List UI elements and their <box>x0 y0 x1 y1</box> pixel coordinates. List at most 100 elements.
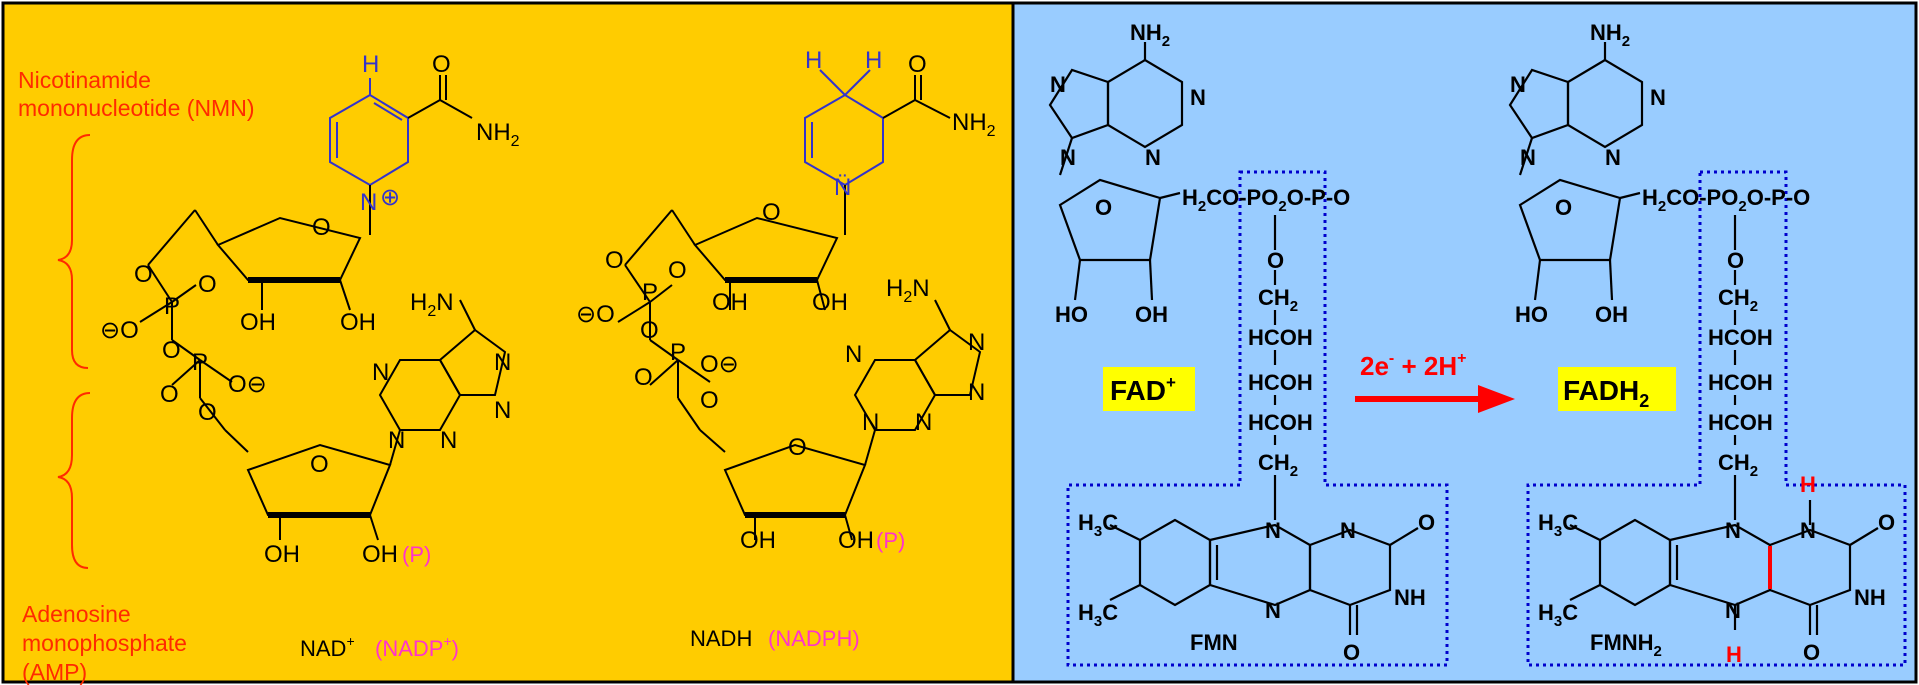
fmnh2-n5: N <box>1725 598 1741 623</box>
fmnh2-h-bottom: H <box>1726 642 1742 667</box>
nadh-minus-o: ⊖O <box>576 301 615 328</box>
nadh-oh-4: OH <box>838 527 874 554</box>
fadh2-phosphate-chain: H2CO-PO2O-P-O <box>1642 185 1810 215</box>
fmn-nh: NH <box>1394 585 1426 610</box>
fad-ch2-1: CH2 <box>1258 285 1298 315</box>
nadh-po-o1: O <box>605 247 624 274</box>
fmnh2-h3c-1: H3C <box>1538 510 1578 540</box>
nadh-adenine-nh2: H2N <box>886 275 930 306</box>
nadh-oh-1: OH <box>712 289 748 316</box>
fmn-o4: O <box>1343 640 1360 665</box>
nad-oh-4: OH <box>362 541 398 568</box>
nad-ribose-o: O <box>312 214 331 241</box>
nadph-name: (NADPH) <box>768 626 860 651</box>
fadh2-adenine-n2: N <box>1650 85 1666 110</box>
fmn-dotted-box-left <box>1066 170 1449 667</box>
nad-ring-n: N <box>360 189 377 216</box>
nad-adenine-n2: N <box>494 397 511 424</box>
fmn-h3c-1: H3C <box>1078 510 1118 540</box>
fad-label: FAD+ <box>1110 373 1176 406</box>
fadh2-oh: OH <box>1595 302 1628 327</box>
nad-oh-1: OH <box>240 309 276 336</box>
nad-adenine-n1: N <box>494 349 511 376</box>
nad-o-minus: O⊖ <box>228 371 267 398</box>
nad-minus-o: ⊖O <box>100 317 139 344</box>
nad-name: NAD+ <box>300 633 355 661</box>
fadh2-adenine-n3: N <box>1605 145 1621 170</box>
nadh-adenine-n1: N <box>968 329 985 356</box>
fadh2-adenine-n4: N <box>1520 145 1536 170</box>
amp-label-line2: monophosphate <box>22 630 187 656</box>
fmn-o2: O <box>1418 510 1435 535</box>
amp-brace <box>57 392 91 569</box>
fadh2-ho: HO <box>1515 302 1548 327</box>
nad-po-o3: O <box>160 381 179 408</box>
fmn-h3c-2: H3C <box>1078 600 1118 630</box>
nadh-amide-nh2: NH2 <box>952 109 996 140</box>
fmn-n5: N <box>1265 598 1281 623</box>
right-panel-background <box>1011 1 1918 684</box>
fadh2-chain-o: O <box>1727 248 1744 273</box>
fadh2-label: FADH2 <box>1563 375 1649 411</box>
fad-hcoh-3: HCOH <box>1248 410 1313 435</box>
nad-oh-2: OH <box>340 309 376 336</box>
nadp-name: (NADP+) <box>375 633 459 661</box>
nad-po-o4: O <box>198 399 217 426</box>
nad-h-atom: H <box>362 51 379 78</box>
fmnh2-o4: O <box>1803 640 1820 665</box>
nad-p2: P <box>192 349 208 376</box>
nadh-oh-3: OH <box>740 527 776 554</box>
fad-adenine-n4: N <box>1060 145 1076 170</box>
nadh-oh-2: OH <box>812 289 848 316</box>
nad-amide-o: O <box>432 51 451 78</box>
nad-bridge-o: O <box>162 337 181 364</box>
nadh-bridge-o: O <box>640 317 659 344</box>
nadh-adenine-n5: N <box>862 409 879 436</box>
amp-label-line3: (AMP) <box>22 659 87 685</box>
nadh-o-minus: O⊖ <box>700 351 739 378</box>
fmnh2-n10: N <box>1725 518 1741 543</box>
fadh2-ribose-o: O <box>1555 195 1572 220</box>
fmnh2-h3c-2: H3C <box>1538 600 1578 630</box>
nadh-p2: P <box>670 339 686 366</box>
nad-po-o2: O <box>198 271 217 298</box>
nadh-structure <box>617 69 982 541</box>
nadh-ribose-o: O <box>762 199 781 226</box>
nad-amide-nh2: NH2 <box>476 119 520 150</box>
nad-structure <box>139 75 507 541</box>
nad-p1: P <box>164 293 180 320</box>
fad-adenine-n3: N <box>1145 145 1161 170</box>
nad-adenine-n4: N <box>372 359 389 386</box>
fad-structure <box>1048 42 1419 635</box>
fadh2-ch2-1: CH2 <box>1718 285 1758 315</box>
fadh2-hcoh-1: HCOH <box>1708 325 1773 350</box>
fad-ribose-o: O <box>1095 195 1112 220</box>
nadh-ribose2-o: O <box>788 434 807 461</box>
nadh-p1: P <box>642 279 658 306</box>
nadh-po-o4: O <box>700 387 719 414</box>
fadh2-hcoh-2: HCOH <box>1708 370 1773 395</box>
fad-nh2: NH2 <box>1130 20 1170 50</box>
fad-ho: HO <box>1055 302 1088 327</box>
fmnh2-nh: NH <box>1854 585 1886 610</box>
nadh-po-o3: O <box>634 364 653 391</box>
fad-ch2-2: CH2 <box>1258 450 1298 480</box>
fmnh2-h-top: H <box>1800 472 1816 497</box>
fad-adenine-n2: N <box>1190 85 1206 110</box>
nad-oh-3: OH <box>264 541 300 568</box>
fad-hcoh-2: HCOH <box>1248 370 1313 395</box>
nmn-label-line1: Nicotinamide <box>18 67 151 93</box>
nad-ribose2-o: O <box>310 451 329 478</box>
nad-adenine-nh2: H2N <box>410 289 454 320</box>
reaction-arrow-head <box>1478 385 1515 413</box>
fmn-dotted-box-right <box>1526 170 1907 667</box>
nad-n-plus: ⊕ <box>380 184 400 211</box>
fad-phosphate-chain: H2CO-PO2O-P-O <box>1182 185 1350 215</box>
nadh-adenine-n4: N <box>845 341 862 368</box>
nad-phosphate-mark: (P) <box>402 542 431 567</box>
amp-label-line1: Adenosine <box>22 601 131 627</box>
reaction-label: 2e- + 2H+ <box>1360 350 1466 381</box>
nadh-po-o2: O <box>668 257 687 284</box>
